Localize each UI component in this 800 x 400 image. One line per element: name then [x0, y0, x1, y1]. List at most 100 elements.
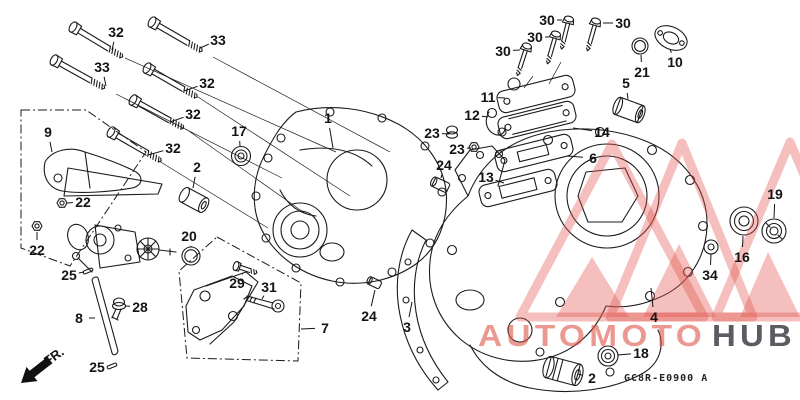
drawing-code: GC8R-E0900 A — [624, 373, 708, 384]
leader-line-1 — [329, 127, 334, 149]
case-bolt-32-33-set — [47, 15, 391, 229]
bolt-31 — [243, 295, 285, 313]
detail-box-7 — [178, 236, 302, 362]
dowel-24-a — [430, 176, 451, 193]
part-callout-30-3: 30 — [539, 12, 555, 28]
leader-line-25-1 — [78, 271, 85, 274]
brand-text-automoto: AUTOMOTO — [478, 318, 706, 353]
oil-seal-19 — [761, 218, 787, 244]
part-callout-32-1: 32 — [108, 24, 124, 40]
diagram-linework — [20, 14, 787, 392]
gasket-3 — [396, 229, 449, 391]
part-callout-13: 13 — [478, 169, 494, 185]
brand-text-hub: HUB — [712, 318, 796, 353]
part-callout-33-1: 33 — [210, 32, 226, 48]
part-callout-22-1: 22 — [75, 194, 91, 210]
part-callout-10: 10 — [667, 54, 683, 70]
pump-bolt-30-set — [511, 14, 603, 89]
leader-line-12 — [481, 115, 489, 118]
part-callout-25-1: 25 — [61, 267, 77, 283]
part-callout-18: 18 — [633, 345, 649, 361]
roller-2-right — [542, 355, 584, 387]
part-callout-14: 14 — [594, 124, 610, 140]
bearing-17 — [230, 145, 252, 167]
part-callout-20: 20 — [181, 228, 197, 244]
left-crankcase-1 — [251, 107, 448, 287]
leader-line-7 — [300, 327, 316, 330]
part-callout-2-1: 2 — [193, 159, 201, 175]
part-callout-9: 9 — [44, 124, 52, 140]
part-callout-2-2: 2 — [588, 370, 596, 386]
part-callout-19: 19 — [767, 186, 783, 202]
part-callout-30-4: 30 — [615, 15, 631, 31]
part-callout-31: 31 — [261, 279, 277, 295]
part-callout-6: 6 — [589, 150, 597, 166]
bolt-28 — [111, 297, 127, 321]
o-ring-20 — [181, 246, 201, 266]
pin-25-a — [82, 267, 94, 275]
bearing-16 — [729, 206, 759, 236]
rod-8 — [91, 276, 119, 356]
leader-line-13 — [495, 179, 505, 184]
part-callout-32-2: 32 — [199, 75, 215, 91]
part-callout-32-3: 32 — [185, 106, 201, 122]
part-callout-7: 7 — [321, 320, 329, 336]
leader-line-24-2 — [440, 174, 443, 179]
part-callout-23-1: 23 — [424, 125, 440, 141]
part-callout-32-4: 32 — [165, 140, 181, 156]
part-callout-30-1: 30 — [495, 43, 511, 59]
leader-line-33-1 — [199, 43, 210, 49]
watermark-wordmark: AUTOMOTO HUB — [478, 318, 796, 353]
pin-25-b — [106, 362, 118, 370]
leader-line-33-2 — [103, 76, 107, 87]
watermark-logo-triangles — [515, 137, 800, 322]
part-callout-24-1: 24 — [361, 308, 377, 324]
part-callout-25-2: 25 — [89, 359, 105, 375]
nut-22-b — [31, 221, 43, 231]
part-callout-4: 4 — [650, 309, 658, 325]
o-ring-21 — [631, 37, 649, 55]
part-callout-1: 1 — [324, 110, 332, 126]
leader-line-14 — [572, 127, 593, 132]
part-callout-17: 17 — [231, 123, 247, 139]
leader-line-32-1 — [111, 41, 115, 51]
part-callout-5: 5 — [622, 75, 630, 91]
part-9-cover — [43, 148, 163, 197]
leader-line-16 — [742, 235, 744, 248]
part-callout-33-2: 33 — [94, 59, 110, 75]
part-callout-3: 3 — [403, 319, 411, 335]
leader-line-18 — [617, 353, 632, 356]
oil-pump-assembly — [67, 223, 177, 273]
leader-line-4 — [650, 287, 654, 308]
part-callout-8: 8 — [75, 310, 83, 326]
cap-nut-23-a — [445, 125, 459, 139]
reed-valve-stack — [478, 74, 577, 208]
nut-22-a — [56, 198, 68, 208]
bushing-34 — [703, 239, 719, 255]
part-callout-34: 34 — [702, 267, 718, 283]
dowel-24-b — [366, 276, 383, 290]
leader-line-34 — [710, 253, 712, 266]
leader-line-3 — [408, 301, 413, 318]
leader-line-2-1 — [192, 176, 196, 189]
oil-seal-18 — [597, 345, 619, 367]
leader-line-2-2 — [577, 373, 583, 376]
front-direction-arrow: FR. — [21, 344, 67, 383]
part-callout-29: 29 — [229, 275, 245, 291]
leader-line-5 — [626, 92, 629, 100]
leader-line-19 — [773, 203, 776, 219]
part-callout-11: 11 — [481, 89, 496, 105]
bracket-7 — [185, 271, 259, 345]
part-callout-16: 16 — [734, 249, 750, 265]
part-callout-30-2: 30 — [527, 29, 543, 45]
part-callout-22-2: 22 — [29, 242, 45, 258]
leader-line-32-2 — [183, 85, 198, 92]
leader-line-10 — [669, 48, 672, 53]
leader-line-9 — [49, 141, 53, 153]
bushing-2-left — [178, 186, 210, 214]
part-callout-12: 12 — [464, 107, 480, 123]
roller-5 — [612, 96, 646, 124]
